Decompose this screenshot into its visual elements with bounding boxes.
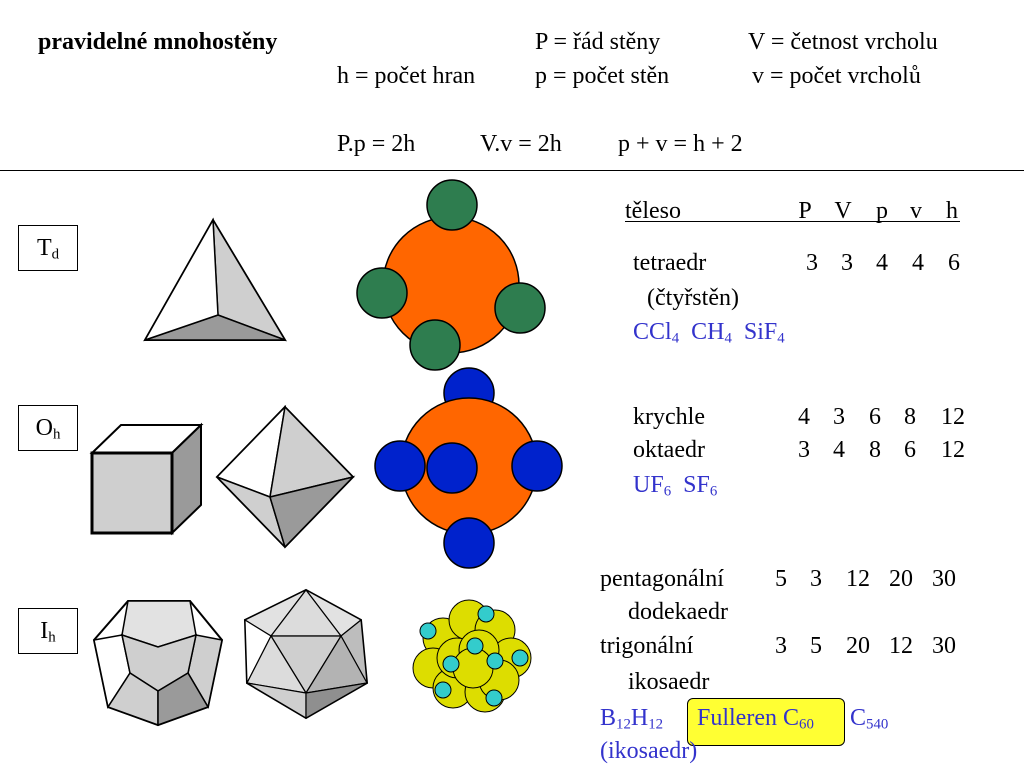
row-note-ctyrsten: (čtyřstěn): [647, 285, 739, 311]
row-name-oktaedr: oktaedr: [633, 437, 705, 463]
octahedral-molecule: [374, 367, 563, 569]
formula-3: p + v = h + 2: [618, 131, 743, 157]
tetrahedron-illustration: [143, 217, 287, 342]
ikosaedr-note: (ikosaedr): [600, 738, 698, 764]
definition-P: P = řád stěny: [535, 29, 661, 55]
row-name-trigonalni: trigonální: [600, 633, 694, 659]
definition-h: h = počet hran: [337, 63, 476, 89]
icosahedron-illustration: [243, 588, 369, 720]
row-oktaedr-p: 8: [869, 437, 881, 463]
table-header-underline: [625, 221, 960, 222]
row-krychle-V: 3: [833, 404, 845, 430]
row-tetraedr-h: 6: [948, 250, 960, 276]
definition-v: v = počet vrcholů: [752, 63, 921, 89]
row-tetraedr-v: 4: [912, 250, 924, 276]
row-ikosaedr-V: 5: [810, 633, 822, 659]
definition-p: p = počet stěn: [535, 63, 670, 89]
boron-hydride-example: B12H12: [600, 705, 664, 733]
formula-1: P.p = 2h: [337, 131, 416, 157]
row-ikosaedr-v: 12: [889, 633, 913, 659]
row-tetraedr-p: 4: [876, 250, 888, 276]
row-name-krychle: krychle: [633, 404, 705, 430]
definition-V: V = četnost vrcholu: [748, 29, 938, 55]
row-oktaedr-h: 12: [941, 437, 965, 463]
fullerene-c60-label: Fulleren C60: [697, 705, 814, 733]
octahedron-illustration: [215, 404, 356, 549]
row-krychle-p: 6: [869, 404, 881, 430]
symmetry-box-ih: Ih: [18, 608, 78, 654]
header-divider: [0, 170, 1024, 171]
row-dodekaedr-h: 30: [932, 566, 956, 592]
row-ikosaedr-h: 30: [932, 633, 956, 659]
table-header-h: h: [946, 198, 958, 224]
oh-examples: UF6 SF6: [633, 472, 718, 500]
row-tetraedr-P: 3: [806, 250, 818, 276]
row-tetraedr-V: 3: [841, 250, 853, 276]
td-examples: CCl4 CH4 SiF4: [633, 319, 785, 347]
row-krychle-v: 8: [904, 404, 916, 430]
row-name-tetraedr: tetraedr: [633, 250, 707, 276]
dodecahedron-illustration: [92, 600, 224, 727]
table-header-P: P: [798, 198, 812, 224]
formula-2: V.v = 2h: [480, 131, 562, 157]
table-header-teleso: těleso: [625, 198, 681, 224]
row-oktaedr-v: 6: [904, 437, 916, 463]
row-note-dodekaedr: dodekaedr: [628, 599, 728, 625]
cube-illustration: [89, 422, 204, 536]
row-krychle-h: 12: [941, 404, 965, 430]
fullerene-c540-label: C540: [850, 705, 889, 733]
row-dodekaedr-V: 3: [810, 566, 822, 592]
row-ikosaedr-P: 3: [775, 633, 787, 659]
row-oktaedr-V: 4: [833, 437, 845, 463]
page-title: pravidelné mnohostěny: [38, 29, 278, 55]
symmetry-box-td: Td: [18, 225, 78, 271]
table-header-p: p: [876, 198, 888, 224]
table-header-v: v: [910, 198, 922, 224]
table-header-V: V: [834, 198, 852, 224]
row-dodekaedr-P: 5: [775, 566, 787, 592]
fullerene-cluster: [412, 599, 532, 713]
row-krychle-P: 4: [798, 404, 810, 430]
row-dodekaedr-v: 20: [889, 566, 913, 592]
tetrahedral-molecule: [356, 179, 546, 371]
row-note-ikosaedr: ikosaedr: [628, 669, 710, 695]
row-oktaedr-P: 3: [798, 437, 810, 463]
row-name-pentagonalni: pentagonální: [600, 566, 724, 592]
fullerene-highlight-box: [687, 698, 845, 746]
row-ikosaedr-p: 20: [846, 633, 870, 659]
symmetry-box-oh: Oh: [18, 405, 78, 451]
row-dodekaedr-p: 12: [846, 566, 870, 592]
